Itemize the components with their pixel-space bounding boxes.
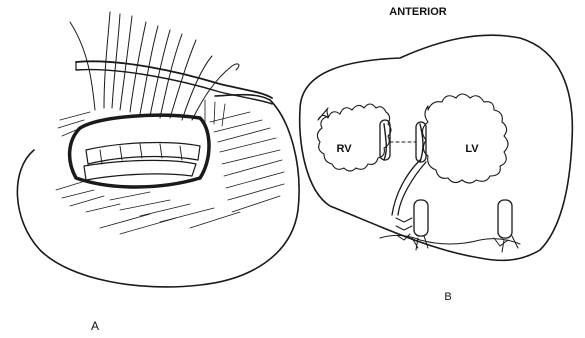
panel-a-drawing	[17, 12, 299, 287]
panel-a-label: A	[91, 319, 99, 333]
rv-label: RV	[336, 143, 352, 155]
anterior-heading: ANTERIOR	[389, 6, 447, 18]
suture-threads	[70, 12, 239, 120]
lv-label: LV	[465, 143, 479, 155]
panel-b-label: B	[444, 291, 451, 303]
